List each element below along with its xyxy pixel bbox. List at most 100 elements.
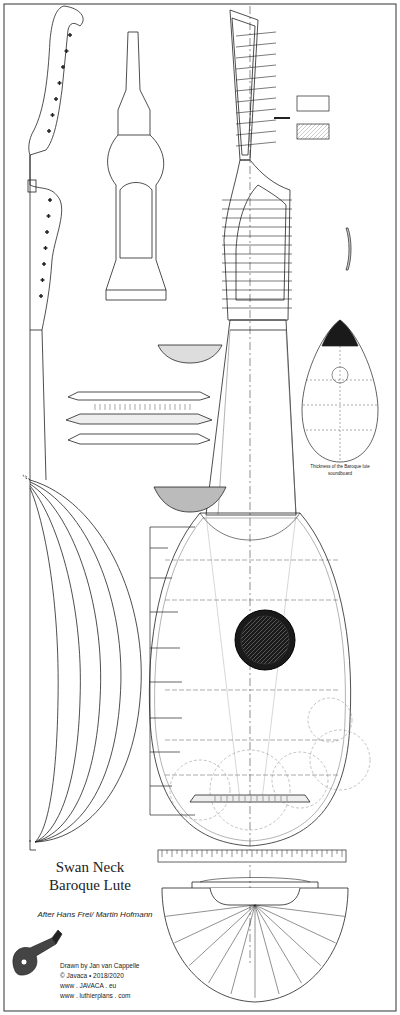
lower-pegs-stroke — [222, 218, 292, 219]
ruler-ticks-stroke — [262, 850, 263, 857]
bridge-string-marks-stroke — [160, 404, 161, 410]
scale-ruler-stroke — [158, 850, 346, 862]
pegbox-back-view-stroke — [106, 300, 166, 301]
body-front — [149, 513, 350, 846]
side-pegbox-stroke — [28, 180, 36, 192]
lower-pegs-stroke — [222, 254, 292, 255]
lower-pegs-stroke — [222, 200, 292, 201]
lower-pegs — [222, 200, 292, 308]
ruler-ticks-stroke — [192, 850, 193, 857]
upper-pegs-stroke — [236, 109, 276, 113]
detail-caption: Thickness of the Baroque lute soundboard — [300, 464, 380, 477]
body-front-stroke — [149, 513, 350, 846]
bridge-details — [66, 392, 212, 444]
ruler-ticks-stroke — [307, 850, 308, 854]
side-pegbox-stroke — [29, 6, 83, 155]
ruler-ticks-stroke — [207, 850, 208, 854]
side-pegbox — [28, 6, 83, 330]
side-bowl — [23, 475, 141, 850]
upper-pegs-stroke — [236, 54, 276, 58]
soundboard-thickness-map-stroke — [302, 320, 378, 462]
upper-pegs-stroke — [236, 87, 276, 91]
bridge-string-marks-stroke — [125, 404, 126, 410]
ruler-ticks-stroke — [162, 850, 163, 857]
source-credit: After Hans Frei/ Martin Hofmann — [30, 910, 160, 920]
ruler-ticks-stroke — [257, 850, 258, 854]
lower-pegs-stroke — [222, 236, 292, 237]
peg-holes-stroke — [42, 262, 46, 266]
bowl-ribs-stroke — [174, 905, 255, 943]
peg-holes-stroke — [48, 198, 52, 202]
soundboard-bars-stroke — [165, 775, 340, 776]
peg-holes-stroke — [51, 113, 55, 117]
mould-steps-stroke — [150, 527, 195, 815]
ruler-ticks-stroke — [177, 850, 178, 854]
bridge-string-marks-stroke — [115, 404, 116, 410]
body-front-stroke — [155, 518, 346, 841]
soundboard-bars-stroke — [165, 740, 340, 741]
bridge-string-marks-stroke — [100, 404, 101, 410]
lower-pegbox-stroke — [224, 160, 290, 320]
bridge-holes-stroke — [263, 796, 264, 801]
small-parts — [274, 96, 351, 270]
construction-circles — [170, 698, 370, 830]
bridge-string-marks-stroke — [190, 404, 191, 410]
ruler-ticks-stroke — [212, 850, 213, 857]
bowl-ribs-stroke — [255, 905, 321, 966]
bridge-holes-stroke — [245, 796, 246, 801]
small-parts-stroke — [297, 124, 329, 139]
bowl-ribs-stroke — [255, 905, 336, 943]
upper-pegs-stroke — [236, 43, 276, 47]
sheet-border-stroke — [4, 4, 396, 1011]
web-address: www . JAVACA . eu — [60, 982, 170, 991]
peg-holes-stroke — [39, 294, 43, 298]
front-bridge — [190, 795, 310, 802]
lute-icon-stroke — [52, 930, 62, 944]
bridge-holes-stroke — [257, 796, 258, 801]
construction-circles-stroke — [210, 750, 290, 830]
neck-front-stroke — [230, 330, 286, 331]
pegbox-back-view-stroke — [106, 135, 166, 290]
bridge-holes-stroke — [287, 796, 288, 801]
soundboard-thickness-map-stroke — [332, 367, 348, 383]
ruler-ticks-stroke — [182, 850, 183, 857]
bridge-string-marks-stroke — [105, 404, 106, 410]
ruler-ticks-stroke — [327, 850, 328, 854]
ruler-ticks-stroke — [342, 850, 343, 857]
bridge-string-marks-stroke — [185, 404, 186, 410]
ruler-ticks-stroke — [197, 850, 198, 854]
ruler-ticks-stroke — [287, 850, 288, 854]
bridge-string-marks-stroke — [150, 404, 151, 410]
bowl-section — [162, 878, 348, 1003]
lower-pegs-stroke — [222, 272, 292, 273]
body-section-stroke — [154, 487, 226, 512]
side-bowl-stroke — [30, 486, 80, 842]
small-parts-stroke — [274, 117, 290, 119]
bridge-string-marks-stroke — [180, 404, 181, 410]
peg-holes-stroke — [65, 49, 69, 53]
side-bowl-stroke — [30, 480, 31, 842]
small-parts-stroke — [297, 96, 329, 111]
lower-pegs-stroke — [222, 281, 292, 282]
bridge-string-marks-stroke — [170, 404, 171, 410]
ruler-ticks-stroke — [322, 850, 323, 857]
body-front-stroke — [200, 513, 300, 540]
ruler-ticks-stroke — [187, 850, 188, 854]
ruler-ticks-stroke — [227, 850, 228, 854]
ruler-ticks-stroke — [272, 850, 273, 857]
ruler-ticks-stroke — [167, 850, 168, 854]
pegbox-back-view — [106, 32, 166, 300]
ruler-ticks-stroke — [252, 850, 253, 857]
peg-holes-stroke — [45, 230, 49, 234]
bridge-details-stroke — [68, 434, 210, 444]
body-section — [154, 487, 226, 512]
ruler-ticks — [162, 850, 342, 857]
bowl-ribs-stroke — [165, 905, 255, 916]
ruler-ticks-stroke — [247, 850, 248, 854]
upper-pegs-stroke — [236, 120, 276, 124]
upper-pegs-stroke — [236, 142, 276, 146]
upper-pegs-stroke — [236, 32, 276, 36]
lute-icon-stroke — [13, 938, 56, 975]
side-bowl-stroke — [23, 475, 30, 480]
